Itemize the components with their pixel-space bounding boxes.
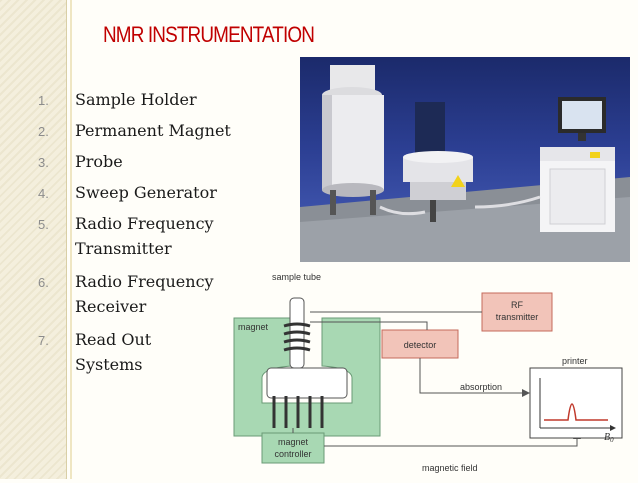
list-text-continued: Transmitter xyxy=(75,239,172,258)
controller-label: controller xyxy=(274,449,311,459)
rf-label: RF xyxy=(511,300,523,310)
list-number: 3. xyxy=(38,155,49,170)
list-text: Probe xyxy=(75,152,123,171)
band-divider-accent xyxy=(70,0,72,479)
list-number: 7. xyxy=(38,333,49,348)
list-number: 6. xyxy=(38,275,49,290)
list-text: Sweep Generator xyxy=(75,183,217,202)
nmr-instrument-photo xyxy=(300,57,630,262)
transmitter-label: transmitter xyxy=(496,312,539,322)
list-text: Read Out xyxy=(75,330,152,349)
nmr-instrument-illustration xyxy=(300,65,630,262)
list-number: 4. xyxy=(38,186,49,201)
list-number: 2. xyxy=(38,124,49,139)
list-number: 1. xyxy=(38,93,49,108)
left-decorative-band xyxy=(0,0,66,479)
band-divider xyxy=(66,0,67,479)
magnet-label: magnet xyxy=(238,322,269,332)
list-text: Permanent Magnet xyxy=(75,121,231,140)
nmr-schematic-diagram: sample tube magnet RF transmitter detect… xyxy=(232,268,630,479)
list-text: Sample Holder xyxy=(75,90,197,109)
list-text: Radio Frequency xyxy=(75,214,214,233)
printer-label: printer xyxy=(562,356,588,366)
absorption-label: absorption xyxy=(460,382,502,392)
slide-title: NMR INSTRUMENTATION xyxy=(103,22,315,47)
magnetic-field-label: magnetic field xyxy=(422,463,478,473)
probe-coil xyxy=(283,322,311,352)
sweep-coil xyxy=(272,396,324,428)
absorption-peak xyxy=(544,403,608,421)
list-text-continued: Systems xyxy=(75,355,143,374)
rf-transmitter-box xyxy=(481,292,553,332)
b0-label: B0 xyxy=(604,432,614,444)
list-number: 5. xyxy=(38,217,49,232)
detector-box xyxy=(381,329,459,359)
list-text-continued: Receiver xyxy=(75,297,147,316)
magnet-controller-label: magnet xyxy=(278,437,309,447)
list-text: Radio Frequency xyxy=(75,272,214,291)
sample-tube-label: sample tube xyxy=(272,272,321,282)
printer-box xyxy=(529,367,623,439)
detector-label: detector xyxy=(404,340,437,350)
magnet-controller-box xyxy=(261,432,325,464)
